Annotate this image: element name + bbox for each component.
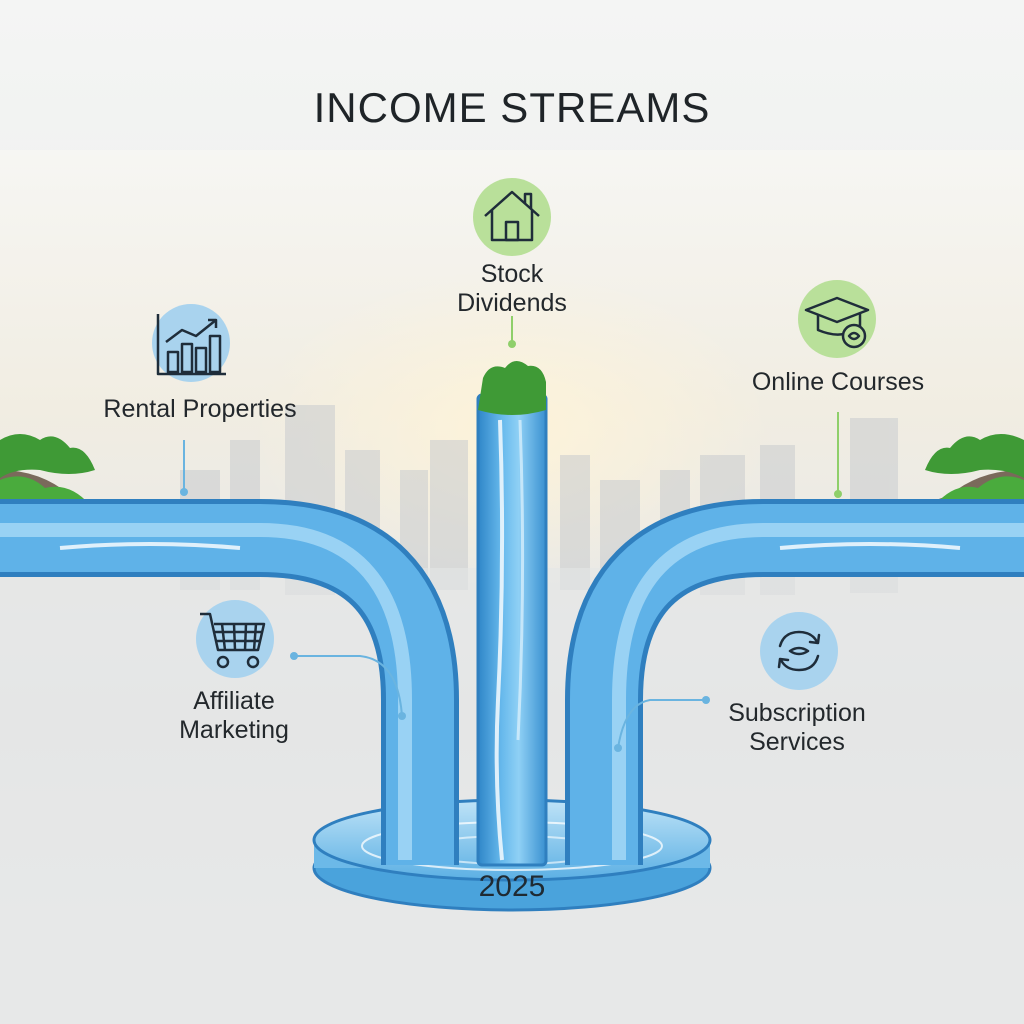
bar-chart-up-icon — [156, 314, 226, 376]
subscription-icon-badge — [760, 612, 838, 690]
left-stream-pipe — [0, 499, 459, 865]
connectors — [180, 316, 842, 752]
label-rental-properties: Rental Properties — [103, 395, 297, 423]
affiliate-icon-badge — [196, 600, 274, 678]
refresh-cycle-icon — [777, 630, 821, 672]
year-label: 2025 — [478, 870, 546, 903]
rental-icon-badge — [152, 304, 230, 382]
online-icon-badge — [798, 280, 876, 358]
label-stock-dividends: Stock Dividends — [457, 260, 567, 317]
label-affiliate-marketing: Affiliate Marketing — [179, 687, 289, 744]
label-subscription-services: Subscription Services — [728, 699, 866, 756]
stock-icon-badge — [473, 178, 551, 256]
label-online-courses: Online Courses — [751, 368, 925, 396]
house-icon — [484, 190, 540, 242]
right-stream-pipe — [565, 499, 1024, 865]
diagram-title: INCOME STREAMS — [313, 84, 711, 131]
shopping-cart-icon — [200, 612, 266, 669]
graduation-cap-icon — [804, 296, 870, 349]
center-stream-pipe — [476, 360, 548, 867]
